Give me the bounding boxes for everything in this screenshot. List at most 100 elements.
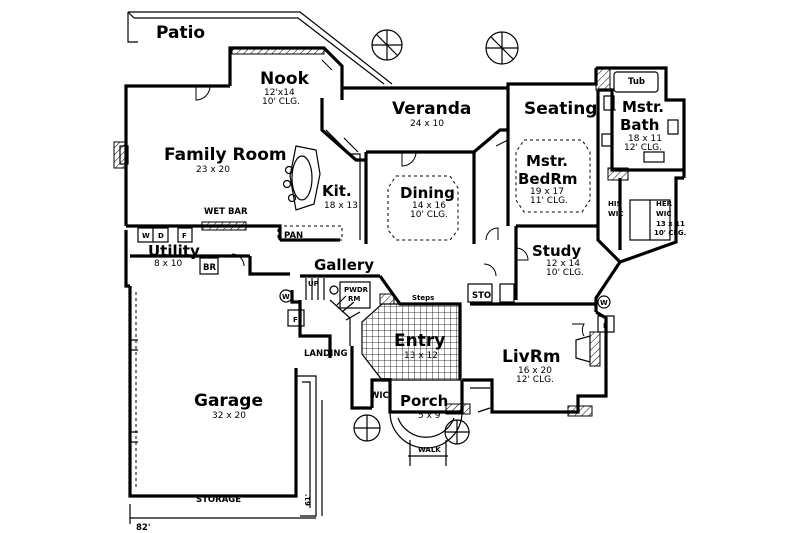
kitchen-sink (343, 137, 359, 153)
family-room-label: Family Room (164, 145, 287, 165)
entry-label: Entry (394, 331, 445, 351)
wet-bar-counter (201, 221, 247, 231)
tree-icon (371, 29, 403, 61)
kitchen-label: Kit. (322, 182, 352, 200)
master-bedroom-ceiling: 11' CLG. (530, 196, 568, 206)
toilet (601, 133, 613, 147)
veranda-label: Veranda (392, 99, 471, 119)
bedroom-ceiling-detail (515, 139, 591, 213)
his-wic-label-line1: HIS (608, 200, 622, 208)
doors (195, 59, 616, 337)
kitchen-island (282, 145, 321, 211)
storage-label: STORAGE (196, 495, 241, 505)
seating-label: Seating (524, 99, 597, 119)
dryer-label: D (158, 232, 164, 240)
pantry-outline (277, 225, 343, 241)
nook-ceiling: 10' CLG. (262, 97, 300, 107)
kitchen-counter (325, 129, 361, 240)
master-bedroom-dimensions: 19 x 17 (530, 187, 564, 197)
furnace-box (597, 315, 615, 333)
powder-room-label-line2: RM (348, 295, 360, 303)
stairs (305, 278, 361, 346)
water-heater-icon (597, 295, 611, 309)
furnace-box (287, 309, 305, 327)
entry-dimensions: 13 x 12 (404, 351, 438, 361)
nook-dimensions: 12'x14 (264, 88, 295, 98)
water-heater-icon (279, 289, 293, 303)
fireplace-icon (113, 141, 129, 169)
water-heater-label: W (600, 299, 608, 307)
fixture-icon (329, 285, 339, 295)
utility-label: Utility (148, 242, 200, 260)
furnace-label: F (293, 316, 298, 324)
tree-icon (444, 419, 470, 445)
her-wic-dimensions: 13 x 11 (656, 220, 685, 228)
living-room-label: LivRm (502, 347, 561, 367)
steps-label: Steps (412, 294, 434, 302)
her-wic-ceiling: 10' CLG. (654, 229, 686, 237)
bathroom (199, 257, 219, 275)
master-bedroom-label-line1: Mstr. (526, 152, 568, 170)
tub-label: Tub (628, 77, 645, 87)
study-label: Study (532, 242, 581, 260)
master-bath-dimensions: 18 x 11 (628, 134, 662, 144)
washer-label: W (142, 232, 150, 240)
garage-label: Garage (194, 391, 263, 411)
bath-tile (595, 67, 611, 91)
fireplace-icon (575, 331, 601, 367)
water-heater-label: W (282, 293, 290, 301)
study-ceiling: 10' CLG. (546, 268, 584, 278)
tree-icon (353, 414, 381, 442)
vanity (603, 95, 615, 111)
wet-bar-label: WET BAR (204, 207, 248, 217)
garage-doors (130, 292, 138, 488)
walkway (409, 440, 447, 466)
family-room-dimensions: 23 x 20 (196, 165, 230, 175)
stone-edging (470, 387, 491, 413)
dimension-line (129, 504, 316, 524)
side-dimension-label: 61' (304, 494, 312, 506)
dining-label: Dining (400, 184, 455, 202)
entry-floor (361, 303, 461, 381)
planter (607, 167, 629, 181)
freezer-label: F (182, 232, 187, 240)
master-bedroom-label-line2: BedRm (518, 170, 578, 188)
master-bath-ceiling: 12' CLG. (624, 143, 662, 153)
porch-arc (389, 411, 463, 449)
master-bath-label-line1: Mstr. (622, 98, 664, 116)
vanity (667, 119, 679, 135)
powder-room (339, 281, 371, 309)
utility-dimensions: 8 x 10 (154, 259, 183, 269)
powder-room-label-line1: PWDR (344, 286, 369, 294)
wic-label: WIC (370, 391, 389, 401)
study-dimensions: 12 x 14 (546, 259, 580, 269)
patio-label: Patio (156, 23, 205, 43)
her-wic-label-line2: WIC (656, 210, 671, 218)
dining-ceiling-detail (387, 175, 459, 241)
nook-label: Nook (260, 69, 310, 89)
landing-label: LANDING (304, 349, 347, 359)
dining-ceiling: 10' CLG. (410, 210, 448, 220)
planter (379, 293, 395, 305)
stairs-up-label: UP (308, 280, 319, 288)
planter (231, 47, 325, 55)
porch-label: Porch (400, 392, 448, 410)
patio-outline (127, 11, 393, 85)
his-wic-label-line2: WIC (608, 210, 623, 218)
storage-closet-label: STO (472, 291, 491, 301)
master-bath-label-line2: Bath (620, 116, 659, 134)
furnace-label: F (603, 322, 608, 330)
garage-dimensions: 32 x 20 (212, 411, 246, 421)
planter (445, 403, 471, 415)
bathroom-label: BR (203, 263, 216, 273)
kitchen-dimensions: 18 x 13 (324, 201, 358, 211)
shower (643, 151, 665, 163)
overall-width-label: 82' (136, 523, 150, 533)
tree-icon (485, 31, 519, 65)
dining-dimensions: 14 x 16 (412, 201, 446, 211)
veranda-dimensions: 24 x 10 (410, 119, 444, 129)
walk-label: WALK (418, 446, 441, 454)
living-room-dimensions: 16 x 20 (518, 366, 552, 376)
